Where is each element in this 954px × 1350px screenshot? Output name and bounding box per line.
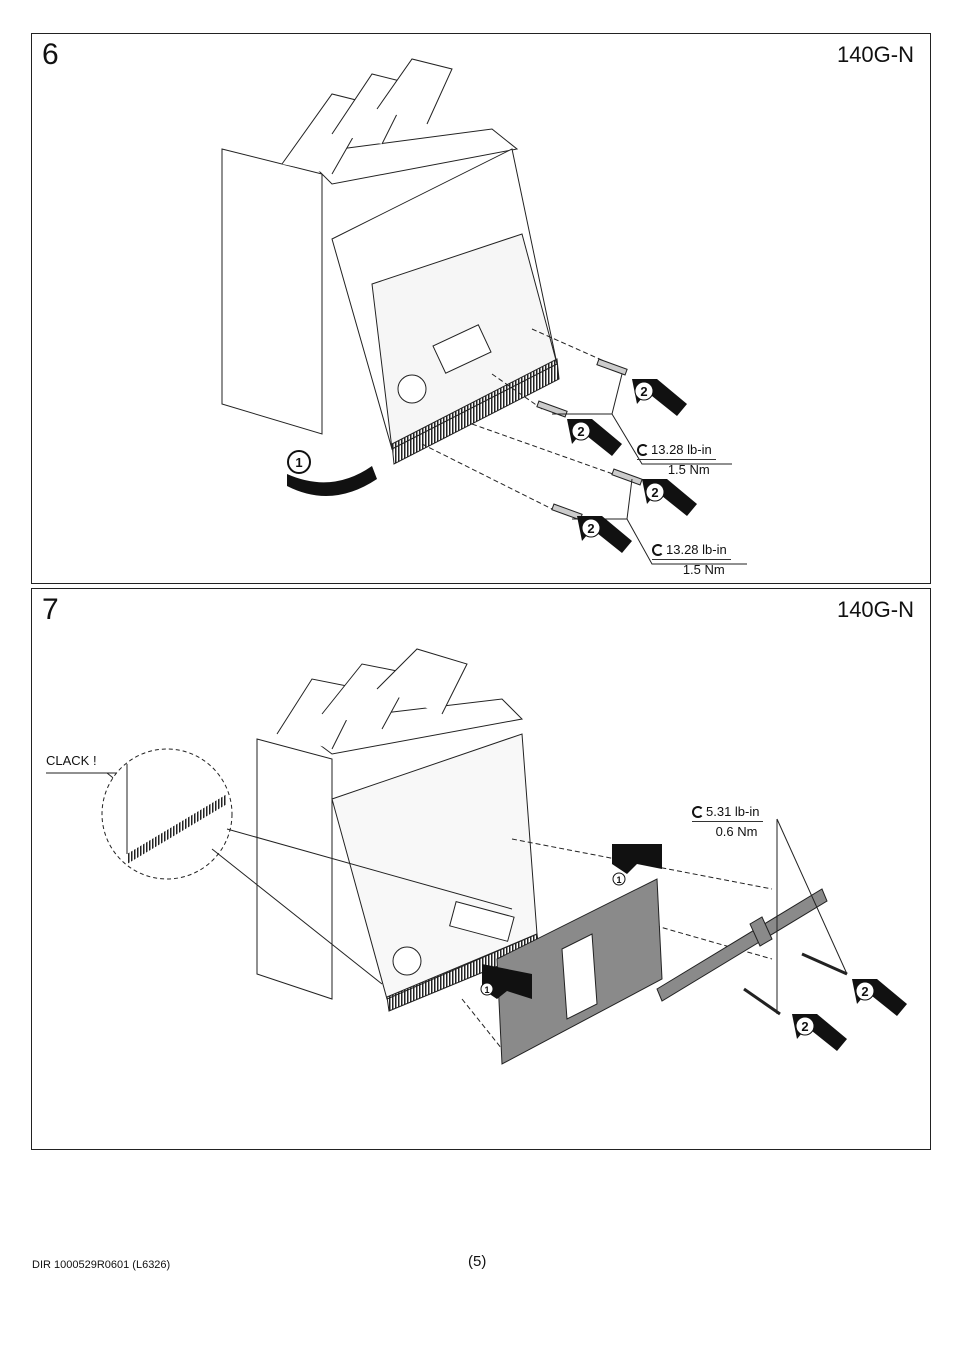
rotate-arrow-icon [287, 466, 377, 496]
model-label: 140G-N [836, 597, 914, 622]
step-7-panel: 7 140G-N CLACK ! [31, 588, 931, 1150]
clack-callout: CLACK ! [46, 753, 97, 768]
svg-text:2: 2 [651, 485, 658, 500]
torque-icon [652, 543, 664, 556]
torque-spec: 13.28 lb-in 1.5 Nm [652, 542, 731, 577]
detail-magnifier [101, 748, 233, 880]
page-number: (5) [468, 1253, 487, 1270]
breaker-top [300, 128, 519, 185]
push-arrow-icon: 2 [567, 419, 622, 456]
svg-text:2: 2 [861, 984, 868, 999]
torque-icon [692, 805, 704, 818]
slide-arrow-icon: 1 [480, 964, 532, 999]
step-badge [287, 450, 311, 474]
mounting-bracket [656, 888, 828, 1002]
torque-spec: 13.28 lb-in 1.5 Nm [637, 442, 716, 477]
push-arrow-icon: 2 [632, 379, 687, 416]
step-7-illustration: 1 1 2 2 [46, 648, 907, 1065]
push-arrow-icon: 2 [792, 1014, 847, 1051]
svg-text:2: 2 [801, 1019, 808, 1034]
step-number: 7 [42, 593, 59, 626]
svg-text:1: 1 [616, 875, 621, 885]
push-arrow-icon: 2 [642, 479, 697, 516]
push-arrow-icon: 2 [577, 516, 632, 553]
breaker-side [221, 148, 323, 435]
svg-text:2: 2 [587, 521, 594, 536]
push-arrow-icon: 2 [852, 979, 907, 1016]
torque-spec: 5.31 lb-in 0.6 Nm [692, 804, 764, 839]
model-label: 140G-N [836, 42, 914, 67]
step-number: 6 [42, 38, 59, 71]
screw [596, 358, 628, 376]
svg-text:1: 1 [295, 455, 302, 470]
svg-text:1: 1 [484, 985, 489, 995]
step-6-panel: 6 140G-N [31, 33, 931, 584]
slide-arrow-icon: 1 [612, 844, 662, 886]
document-id: DIR 1000529R0601 (L6326) [32, 1259, 171, 1271]
svg-text:2: 2 [577, 424, 584, 439]
svg-text:2: 2 [640, 384, 647, 399]
torque-icon [637, 443, 649, 456]
screw [611, 468, 643, 486]
step-6-illustration: 1 2 2 2 2 [221, 58, 747, 565]
